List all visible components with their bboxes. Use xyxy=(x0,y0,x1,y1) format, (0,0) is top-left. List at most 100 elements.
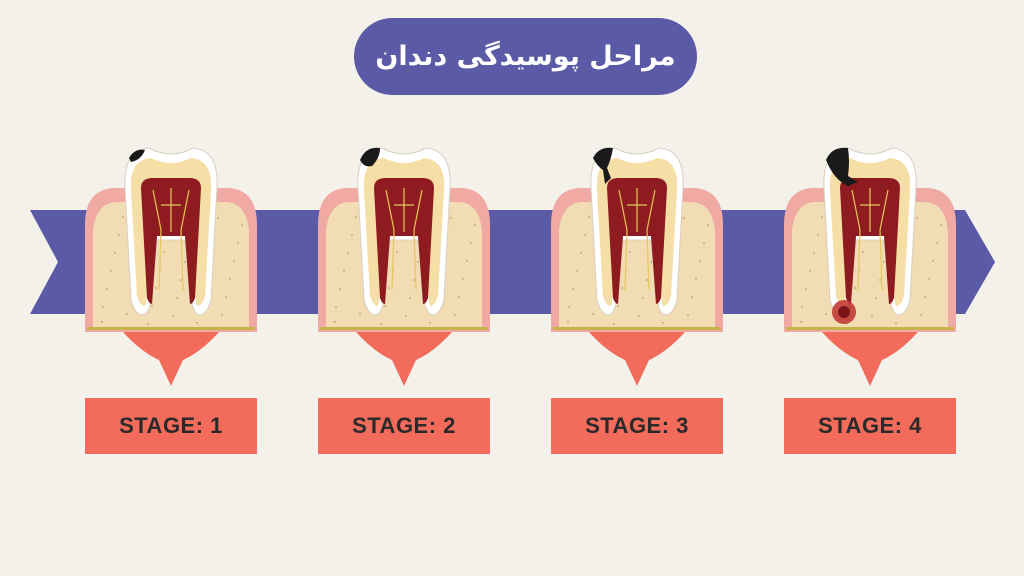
bone-speckle xyxy=(637,314,641,318)
bone-speckle xyxy=(428,321,432,325)
bone-speckle xyxy=(465,259,469,263)
bone-speckle xyxy=(661,321,665,325)
bone-speckle xyxy=(682,216,686,220)
bone-speckle xyxy=(224,295,228,299)
bone-speckle xyxy=(358,312,362,316)
pointer-arrow xyxy=(589,332,685,386)
decay-spot xyxy=(360,147,380,167)
bone-speckle xyxy=(416,260,420,264)
bone-speckle xyxy=(179,278,183,282)
nerve-lines xyxy=(851,188,889,291)
bone-speckle xyxy=(649,260,653,264)
pointer-arrow xyxy=(123,332,219,386)
stage-4-label: STAGE: 4 xyxy=(784,398,956,454)
bone-speckle xyxy=(228,277,232,281)
bone-speckle xyxy=(939,223,943,227)
tooth-stage-2 xyxy=(318,147,490,386)
bone-speckle xyxy=(350,233,354,237)
bone-speckle xyxy=(408,296,412,300)
bone-speckle xyxy=(354,215,358,219)
bone-speckle xyxy=(469,241,473,245)
bone-speckle xyxy=(220,313,224,317)
stage-3-label: STAGE: 3 xyxy=(551,398,723,454)
bone-speckle xyxy=(113,251,117,255)
bone-speckle xyxy=(686,313,690,317)
bone-speckle xyxy=(853,286,857,290)
bone-speckle xyxy=(882,260,886,264)
bone-speckle xyxy=(645,278,649,282)
abscess-core xyxy=(838,306,850,318)
bone-speckle xyxy=(338,287,342,291)
tooth-stage-1 xyxy=(85,147,257,386)
bone-speckle xyxy=(453,313,457,317)
bone-speckle xyxy=(931,259,935,263)
bone-speckle xyxy=(616,304,620,308)
bone-speckle xyxy=(566,320,570,324)
bone-speckle xyxy=(461,277,465,281)
bone-speckle xyxy=(690,295,694,299)
bone-speckle xyxy=(236,241,240,245)
tooth-pulp xyxy=(607,178,667,304)
bone-speckle xyxy=(861,250,865,254)
bone-speckle xyxy=(333,320,337,324)
bone-speckle xyxy=(473,223,477,227)
tooth-pulp xyxy=(141,178,201,304)
bone-speckle xyxy=(117,233,121,237)
gum-line xyxy=(320,327,488,330)
bone-speckle xyxy=(232,259,236,263)
bone-speckle xyxy=(171,314,175,318)
bone-speckle xyxy=(915,216,919,220)
bone-speckle xyxy=(694,277,698,281)
decay-spot xyxy=(593,147,613,184)
tooth-pulp xyxy=(840,178,900,304)
tooth-stage-3 xyxy=(551,147,723,386)
decay-spot xyxy=(826,147,858,186)
bone-speckle xyxy=(387,286,391,290)
bone-speckle xyxy=(97,208,101,212)
bone-speckle xyxy=(449,216,453,220)
bone-speckle xyxy=(404,314,408,318)
gum-line xyxy=(786,327,954,330)
bone-speckle xyxy=(894,321,898,325)
teeth-layer xyxy=(85,147,956,386)
stage-1-label: STAGE: 1 xyxy=(85,398,257,454)
bone-speckle xyxy=(824,312,828,316)
bone-speckle xyxy=(816,233,820,237)
bone-speckle xyxy=(591,312,595,316)
bone-speckle xyxy=(195,321,199,325)
bone-speckle xyxy=(874,296,878,300)
bone-speckle xyxy=(796,208,800,212)
gum-line xyxy=(553,327,721,330)
nerve-lines xyxy=(152,188,190,291)
bone-speckle xyxy=(799,320,803,324)
bone-speckle xyxy=(612,322,616,326)
bone-speckle xyxy=(628,250,632,254)
bone-speckle xyxy=(346,251,350,255)
bone-speckle xyxy=(100,320,104,324)
bone-speckle xyxy=(587,215,591,219)
bone-speckle xyxy=(216,216,220,220)
tooth-pulp xyxy=(374,178,434,304)
bone-speckle xyxy=(620,286,624,290)
bone-speckle xyxy=(812,251,816,255)
bone-speckle xyxy=(583,233,587,237)
bone-speckle xyxy=(175,296,179,300)
bone-speckle xyxy=(935,241,939,245)
nerve-lines xyxy=(385,188,423,291)
bone-speckle xyxy=(563,208,567,212)
decay-spot xyxy=(129,149,145,162)
bone-speckle xyxy=(579,251,583,255)
pointer-arrow xyxy=(822,332,918,386)
gum-line xyxy=(87,327,255,330)
bone-speckle xyxy=(706,223,710,227)
bone-speckle xyxy=(878,278,882,282)
bone-speckle xyxy=(162,250,166,254)
bone-speckle xyxy=(183,260,187,264)
timeline-arrow-band xyxy=(30,210,995,314)
bone-speckle xyxy=(571,287,575,291)
bone-speckle xyxy=(702,241,706,245)
bone-speckle xyxy=(567,305,571,309)
bone-speckle xyxy=(919,313,923,317)
bone-speckle xyxy=(109,269,113,273)
bone-speckle xyxy=(334,305,338,309)
